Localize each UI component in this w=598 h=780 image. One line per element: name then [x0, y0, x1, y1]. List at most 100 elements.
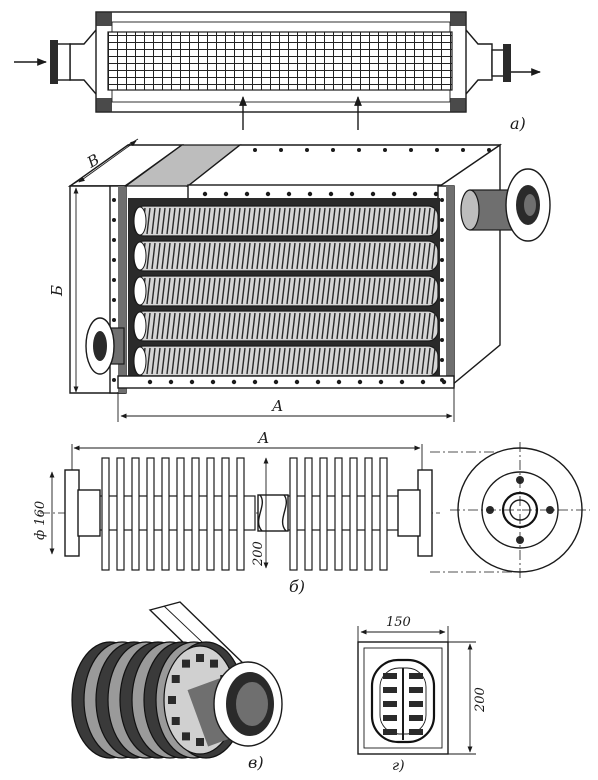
bolt-hole — [294, 379, 300, 385]
finned-tube-row — [133, 310, 439, 342]
section-width-label: 150 — [386, 615, 411, 630]
bolt-hole — [315, 379, 321, 385]
figure-b-label: б) — [289, 577, 305, 596]
inner-fin — [383, 673, 397, 679]
inner-fin — [409, 673, 423, 679]
bolt-hole — [440, 298, 444, 302]
tube-end-opening — [187, 661, 283, 747]
bolt-hole — [210, 379, 216, 385]
tube-fins — [94, 457, 403, 571]
inner-fin — [409, 729, 423, 735]
bolt-hole — [253, 148, 257, 152]
bolt-hole — [223, 191, 229, 197]
bolt-hole — [440, 358, 444, 362]
bolt-hole — [244, 191, 250, 197]
bolt-hole — [112, 278, 116, 282]
bolt-hole — [440, 258, 444, 262]
bolt-hole — [391, 191, 397, 197]
inlet-nozzle — [85, 317, 125, 375]
inner-fins — [383, 668, 423, 740]
bolt-hole — [252, 379, 258, 385]
bolt-hole — [112, 218, 116, 222]
bolt-hole — [231, 379, 237, 385]
bolt-hole — [435, 148, 439, 152]
tube-fin — [236, 457, 245, 571]
tube-fin — [146, 457, 155, 571]
bolt-hole — [440, 238, 444, 242]
tube-fin — [116, 457, 125, 571]
bolt-hole — [305, 148, 309, 152]
figure-a-schematic: а) — [14, 11, 541, 133]
bolt-hole — [112, 238, 116, 242]
flange-diameter-label: ф 160 — [33, 501, 48, 540]
figure-g-label: г) — [392, 758, 405, 774]
tube-fin — [131, 457, 140, 571]
section-height-label: 200 — [473, 687, 488, 713]
dimension-length-label: А — [271, 397, 283, 415]
tube-fin — [101, 457, 110, 571]
bolt-hole — [440, 338, 444, 342]
inner-fin — [383, 687, 397, 693]
bolt-hole — [440, 378, 444, 382]
bolt-hole — [265, 191, 271, 197]
tube-bank — [107, 31, 453, 91]
finned-tube-row — [133, 240, 439, 272]
outlet-flange — [503, 44, 511, 82]
bolt-hole — [336, 379, 342, 385]
bolt-hole — [378, 379, 384, 385]
bolt-hole — [286, 191, 292, 197]
figure-v-label: в) — [248, 753, 264, 772]
tube-fin — [289, 457, 298, 571]
left-end-flange — [64, 469, 80, 557]
tube-fin — [334, 457, 343, 571]
finned-tube-rows — [133, 205, 439, 377]
bolt-hole — [440, 318, 444, 322]
tube-fin — [221, 457, 230, 571]
bolt-hole — [357, 148, 361, 152]
bolt-hole — [202, 191, 208, 197]
tube-fin — [304, 457, 313, 571]
inner-fin — [409, 715, 423, 721]
bolt-hole — [112, 318, 116, 322]
bolt-hole — [420, 379, 426, 385]
finned-tube-row — [133, 275, 439, 307]
bolt-hole — [331, 148, 335, 152]
inner-fin — [383, 729, 397, 735]
outlet-transition — [465, 29, 493, 95]
bolt-hole — [273, 379, 279, 385]
bolt-hole — [440, 278, 444, 282]
inlet-flange — [50, 40, 58, 84]
bolt-hole — [112, 298, 116, 302]
outlet-nozzle — [460, 168, 551, 242]
figure-v-spiral-fin-tube: в) — [71, 601, 283, 772]
bolt-hole — [433, 191, 439, 197]
finned-tube-row — [133, 205, 439, 237]
bolt-hole — [112, 258, 116, 262]
tube-fin — [176, 457, 185, 571]
bolt-hole — [147, 379, 153, 385]
finned-tube-row — [133, 345, 439, 377]
inner-fin — [383, 715, 397, 721]
inner-fin — [409, 701, 423, 707]
tube-length-label: А — [257, 429, 269, 447]
tube-end-view — [450, 442, 590, 578]
bolt-hole — [370, 191, 376, 197]
bolt-hole — [487, 148, 491, 152]
figure-a-label: а) — [510, 114, 526, 133]
tube-fin — [319, 457, 328, 571]
dimension-depth-line — [78, 140, 137, 183]
bolt-hole — [328, 191, 334, 197]
bolt-hole — [279, 148, 283, 152]
figure-heat-exchanger-isometric: В Б А — [48, 138, 551, 422]
tube-fin — [349, 457, 358, 571]
bolt-hole — [357, 379, 363, 385]
inlet-transition — [69, 29, 97, 95]
fin-height-label: 200 — [251, 541, 266, 567]
bolt-hole — [349, 191, 355, 197]
bolt-hole — [412, 191, 418, 197]
bolt-holes — [112, 148, 491, 385]
bolt-hole — [409, 148, 413, 152]
bolt-hole — [112, 378, 116, 382]
bolt-hole — [440, 218, 444, 222]
